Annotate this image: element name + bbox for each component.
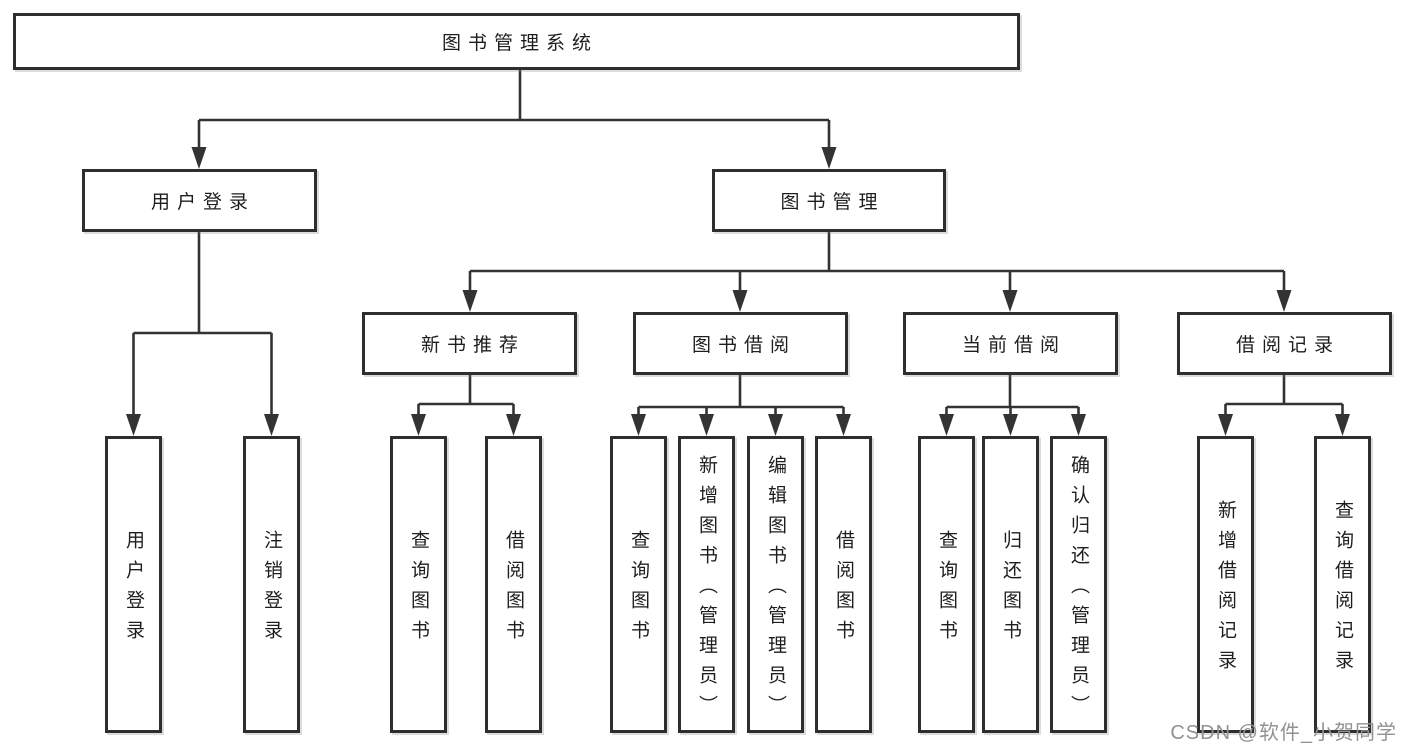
leaf-query-books-recommend: 查询图书	[390, 436, 447, 733]
arrowhead-icons	[126, 147, 1350, 436]
node-book-management: 图书管理	[712, 169, 946, 232]
leaf-query-borrow-record: 查询借阅记录	[1314, 436, 1371, 733]
leaf-add-books-admin: 新增图书（管理员）	[678, 436, 735, 733]
leaf-query-books-current: 查询图书	[918, 436, 975, 733]
node-current-borrowing: 当前借阅	[903, 312, 1118, 375]
leaf-return-books: 归还图书	[982, 436, 1039, 733]
watermark: CSDN @软件_小贺同学	[1170, 722, 1397, 744]
leaf-add-borrow-record: 新增借阅记录	[1197, 436, 1254, 733]
node-library-management-system: 图书管理系统	[13, 13, 1020, 70]
leaf-user-login: 用户登录	[105, 436, 162, 733]
leaf-borrow-books-borrowing: 借阅图书	[815, 436, 872, 733]
leaf-edit-books-admin: 编辑图书（管理员）	[747, 436, 804, 733]
node-new-book-recommendation: 新书推荐	[362, 312, 577, 375]
node-book-borrowing: 图书借阅	[633, 312, 848, 375]
leaf-query-books-borrowing: 查询图书	[610, 436, 667, 733]
node-user-login: 用户登录	[82, 169, 317, 232]
leaf-confirm-return-admin: 确认归还（管理员）	[1050, 436, 1107, 733]
leaf-borrow-books-recommend: 借阅图书	[485, 436, 542, 733]
node-borrowing-records: 借阅记录	[1177, 312, 1392, 375]
leaf-logout: 注销登录	[243, 436, 300, 733]
